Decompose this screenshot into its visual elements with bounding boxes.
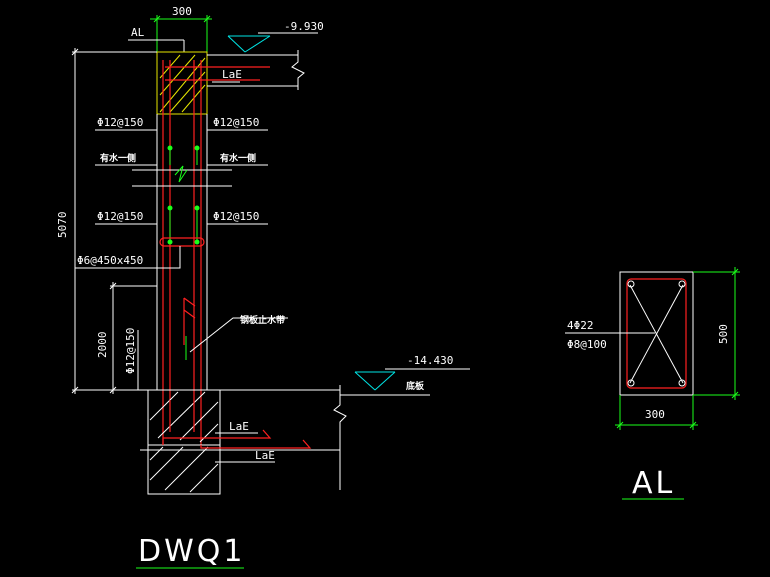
rebar-right-2: Φ12@150 [213, 210, 259, 223]
foundation: LaE LaE [140, 385, 347, 495]
main-bar [678, 379, 686, 387]
waterstop-label: 钢板止水带 [240, 314, 285, 326]
lower-height-dimension: 2000 Φ12@150 [96, 282, 157, 394]
al-main-bars: 4Φ22 [567, 319, 594, 332]
water-side-left: 有水一侧 [100, 152, 136, 164]
bottom-anchor-label-2: LaE [255, 449, 275, 462]
height-dim-label: 5070 [56, 212, 69, 239]
wall-outline [156, 60, 208, 445]
wall-section: 300 AL -9.930 [56, 5, 470, 569]
rebar-left-2: Φ12@150 [97, 210, 143, 223]
rebar-dot [167, 239, 173, 245]
al-height-label: 500 [717, 324, 730, 344]
tie-bar-label: Φ6@450x450 [77, 254, 143, 267]
rebar-labels: Φ12@150 Φ12@150 有水一侧 有水一侧 Φ12@150 Φ12@15… [75, 116, 268, 269]
al-leader-label: AL [131, 26, 145, 39]
bottom-elevation-marker: -14.430 底板 [340, 354, 470, 396]
main-bar [678, 280, 686, 288]
top-beam [156, 51, 208, 115]
top-elevation-label: -9.930 [284, 20, 324, 33]
main-bar [627, 379, 635, 387]
section-title-text: AL [632, 466, 675, 501]
top-anchor-label: LaE [222, 68, 242, 81]
al-leader: AL [128, 26, 185, 52]
bottom-anchor-label-1: LaE [229, 420, 249, 433]
lower-rebar-label: Φ12@150 [124, 328, 137, 374]
rebar-right-1: Φ12@150 [213, 116, 259, 129]
water-side-right: 有水一侧 [220, 152, 256, 164]
top-width-label: 300 [172, 5, 192, 18]
rebar-dot [194, 239, 200, 245]
lower-height-label: 2000 [96, 332, 109, 359]
top-slab: LaE [165, 50, 305, 90]
al-stirrup: Φ8@100 [567, 338, 607, 351]
waterstop: 钢板止水带 [183, 297, 288, 360]
al-width-label: 300 [645, 408, 665, 421]
main-bar [627, 280, 635, 288]
bottom-elevation-label: -14.430 [407, 354, 453, 367]
floor-label: 底板 [406, 380, 425, 392]
top-width-dimension: 300 [150, 5, 212, 52]
top-elevation-marker: -9.930 [227, 20, 324, 53]
rebar-left-1: Φ12@150 [97, 116, 143, 129]
al-section: 4Φ22 Φ8@100 300 500 AL [565, 267, 740, 501]
main-title: DWQ1 [136, 534, 245, 569]
main-title-text: DWQ1 [138, 534, 245, 569]
wall-break [132, 165, 232, 187]
